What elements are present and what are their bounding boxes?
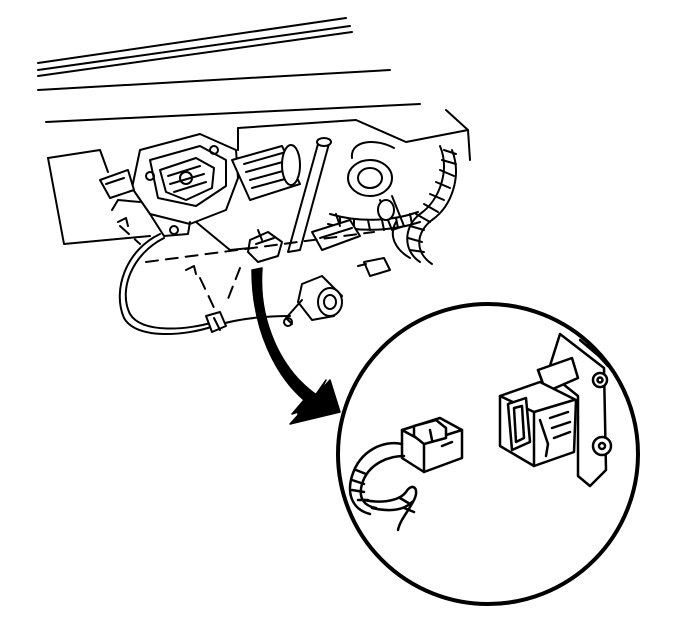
actuator-assembly <box>99 133 301 251</box>
thin-cable <box>118 233 291 336</box>
sensor-module <box>283 275 343 327</box>
detail-wires <box>348 441 418 532</box>
detail-mounting-bracket <box>498 332 613 488</box>
wiring-harness <box>327 145 457 277</box>
lower-trim-panel <box>47 109 471 245</box>
instrument-panel-edges <box>37 17 421 123</box>
detail-connector-plug <box>400 416 464 474</box>
switch-knob <box>347 141 405 231</box>
middle-connectors <box>311 213 361 251</box>
fastener-markers <box>117 217 197 275</box>
callout-arrow <box>251 267 341 425</box>
steering-column-rod <box>287 137 332 253</box>
